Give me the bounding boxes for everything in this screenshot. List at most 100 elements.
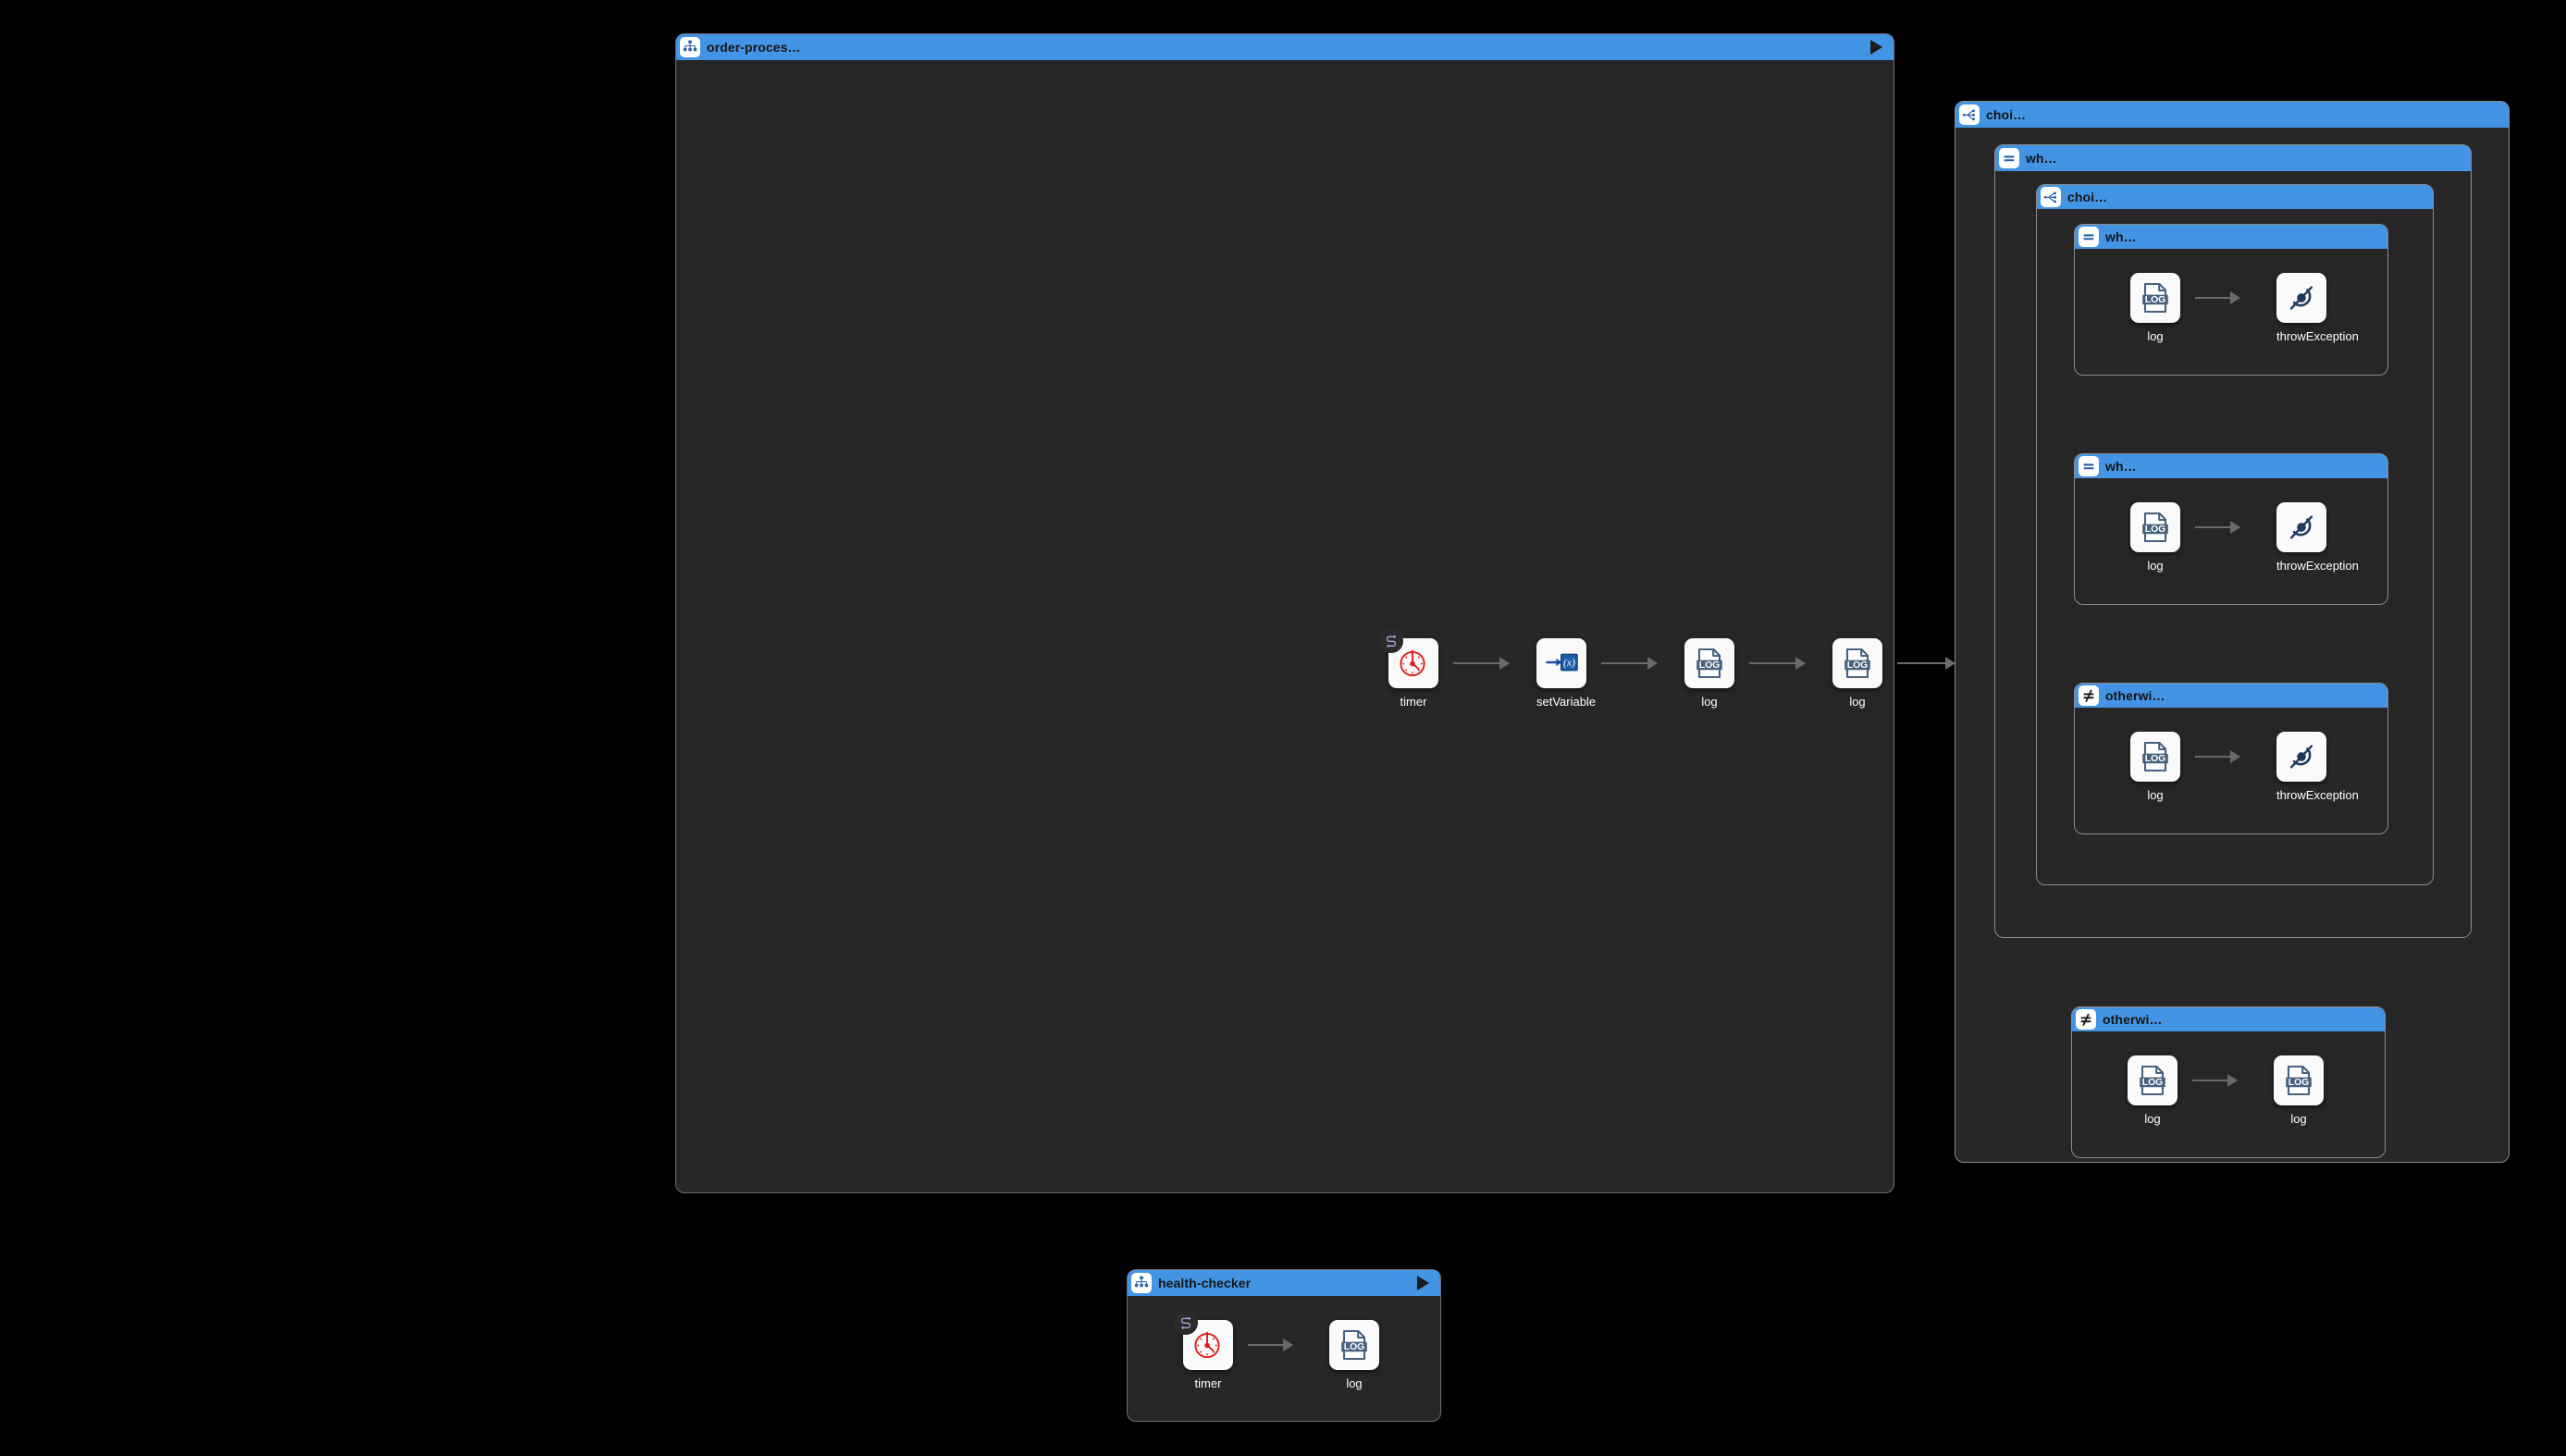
step-label: throwException	[2276, 559, 2359, 573]
step-icon-box-log-2[interactable]	[2274, 1055, 2324, 1105]
step-icon-box-log[interactable]	[2130, 732, 2180, 782]
step-label: log	[1849, 695, 1866, 709]
when-icon	[2079, 227, 2099, 247]
step-log-1[interactable]: log	[2128, 1055, 2177, 1125]
step-timer[interactable]: timer	[1174, 1311, 1233, 1390]
step-label: log	[2290, 1112, 2307, 1126]
connector-timer-setvariable	[1453, 662, 1509, 664]
step-icon-box-setvariable[interactable]	[1536, 638, 1586, 688]
step-icon-box-throwexception[interactable]	[2276, 502, 2326, 552]
branch-otherwise-inner-body: log throwException	[2075, 708, 2387, 833]
route-icon	[680, 37, 700, 57]
otherwise-icon	[2079, 685, 2099, 706]
step-label: log	[2144, 1112, 2161, 1126]
when-icon	[1999, 148, 2019, 168]
branch-when-outer[interactable]: wh… choi…	[1994, 144, 2472, 938]
branch-when-inner-1-title: wh…	[2105, 229, 2137, 244]
branch-otherwise-outer-header[interactable]: otherwi…	[2072, 1007, 2385, 1031]
branch-otherwise-inner[interactable]: otherwi… log	[2074, 683, 2388, 834]
step-icon-box-timer[interactable]	[1379, 629, 1438, 688]
otherwise-icon	[2076, 1009, 2096, 1030]
step-icon-box-log[interactable]	[2130, 273, 2180, 323]
route-title: order-proces…	[707, 40, 801, 55]
branch-otherwise-inner-header[interactable]: otherwi…	[2075, 684, 2387, 708]
choice-icon	[2041, 187, 2061, 207]
step-label: log	[2147, 329, 2164, 343]
branch-when-inner-2-header[interactable]: wh…	[2075, 454, 2387, 478]
route-body-health-checker: timer log	[1128, 1296, 1440, 1421]
choice-outer-body: wh… choi…	[1955, 128, 2509, 1162]
branch-when-inner-1-body: log throwException	[2075, 249, 2387, 375]
connector-log-throw	[2195, 756, 2239, 758]
branch-otherwise-outer[interactable]: otherwi… log	[2071, 1006, 2386, 1158]
step-icon-box-throwexception[interactable]	[2276, 732, 2326, 782]
step-icon-box-timer[interactable]	[1174, 1311, 1233, 1370]
branch-when-inner-2-title: wh…	[2105, 459, 2137, 474]
step-log[interactable]: log	[1329, 1320, 1379, 1389]
branch-when-outer-title: wh…	[2026, 151, 2057, 166]
step-label: timer	[1194, 1376, 1222, 1390]
route-body-order-processing: timer setVariable log l	[676, 60, 2510, 1192]
step-log-2[interactable]: log	[1832, 638, 1882, 708]
connector-log2-choice	[1897, 662, 1955, 664]
step-icon-box-log-1[interactable]	[2128, 1055, 2177, 1105]
route-header-order-processing[interactable]: order-proces…	[676, 34, 1894, 60]
play-icon[interactable]	[1870, 40, 1882, 55]
step-label: throwException	[2276, 788, 2359, 802]
route-health-checker[interactable]: health-checker timer log	[1127, 1269, 1441, 1422]
branch-when-inner-1[interactable]: wh… log	[2074, 224, 2388, 376]
branch-otherwise-outer-body: log log	[2072, 1031, 2385, 1157]
step-throwexception[interactable]: throwException	[2276, 502, 2359, 573]
step-label: log	[1701, 695, 1718, 709]
step-log-2[interactable]: log	[2274, 1055, 2324, 1125]
route-order-processing[interactable]: order-proces… timer setVariable	[675, 33, 2510, 1193]
play-icon[interactable]	[1417, 1276, 1429, 1290]
connector-log-throw	[2195, 297, 2239, 299]
step-label: timer	[1400, 695, 1427, 709]
connector-log1-log2	[2192, 1080, 2237, 1081]
connector-setvariable-log1	[1601, 662, 1657, 664]
step-log[interactable]: log	[2130, 273, 2180, 342]
when-icon	[2079, 456, 2099, 476]
branch-when-inner-1-header[interactable]: wh…	[2075, 225, 2387, 249]
route-icon	[1131, 1273, 1152, 1293]
choice-inner-title: choi…	[2067, 190, 2108, 204]
branch-when-inner-2-body: log throwException	[2075, 478, 2387, 604]
route-badge-icon	[1379, 629, 1403, 653]
step-icon-box-log-1[interactable]	[1684, 638, 1734, 688]
branch-when-outer-body: choi… wh…	[1995, 171, 2471, 937]
choice-inner[interactable]: choi… wh…	[2036, 184, 2434, 885]
route-title: health-checker	[1158, 1276, 1252, 1290]
step-label: throwException	[2276, 329, 2359, 343]
branch-otherwise-outer-title: otherwi…	[2103, 1012, 2163, 1027]
choice-inner-body: wh… log	[2037, 209, 2433, 884]
step-throwexception[interactable]: throwException	[2276, 273, 2359, 343]
step-timer[interactable]: timer	[1379, 629, 1438, 709]
step-log-1[interactable]: log	[1684, 638, 1734, 708]
step-label: log	[2147, 559, 2164, 573]
choice-outer-header[interactable]: choi…	[1955, 102, 2509, 128]
step-icon-box-throwexception[interactable]	[2276, 273, 2326, 323]
step-log[interactable]: log	[2130, 732, 2180, 801]
step-icon-box-log-2[interactable]	[1832, 638, 1882, 688]
step-log[interactable]: log	[2130, 502, 2180, 572]
choice-inner-header[interactable]: choi…	[2037, 185, 2433, 209]
step-label: log	[1346, 1376, 1363, 1390]
step-setvariable[interactable]: setVariable	[1536, 638, 1597, 709]
connector-log1-log2	[1749, 662, 1805, 664]
branch-when-inner-2[interactable]: wh… log	[2074, 453, 2388, 605]
branch-when-outer-header[interactable]: wh…	[1995, 145, 2471, 171]
choice-outer[interactable]: choi… wh…	[1955, 101, 2510, 1163]
step-throwexception[interactable]: throwException	[2276, 732, 2359, 802]
choice-icon	[1959, 105, 1980, 125]
step-icon-box-log[interactable]	[2130, 502, 2180, 552]
step-label: log	[2147, 788, 2164, 802]
branch-otherwise-inner-title: otherwi…	[2105, 688, 2165, 703]
route-header-health-checker[interactable]: health-checker	[1128, 1270, 1440, 1296]
connector-timer-log	[1248, 1344, 1292, 1346]
route-badge-icon	[1174, 1311, 1198, 1335]
step-label: setVariable	[1536, 695, 1597, 709]
step-icon-box-log[interactable]	[1329, 1320, 1379, 1370]
connector-log-throw	[2195, 526, 2239, 528]
